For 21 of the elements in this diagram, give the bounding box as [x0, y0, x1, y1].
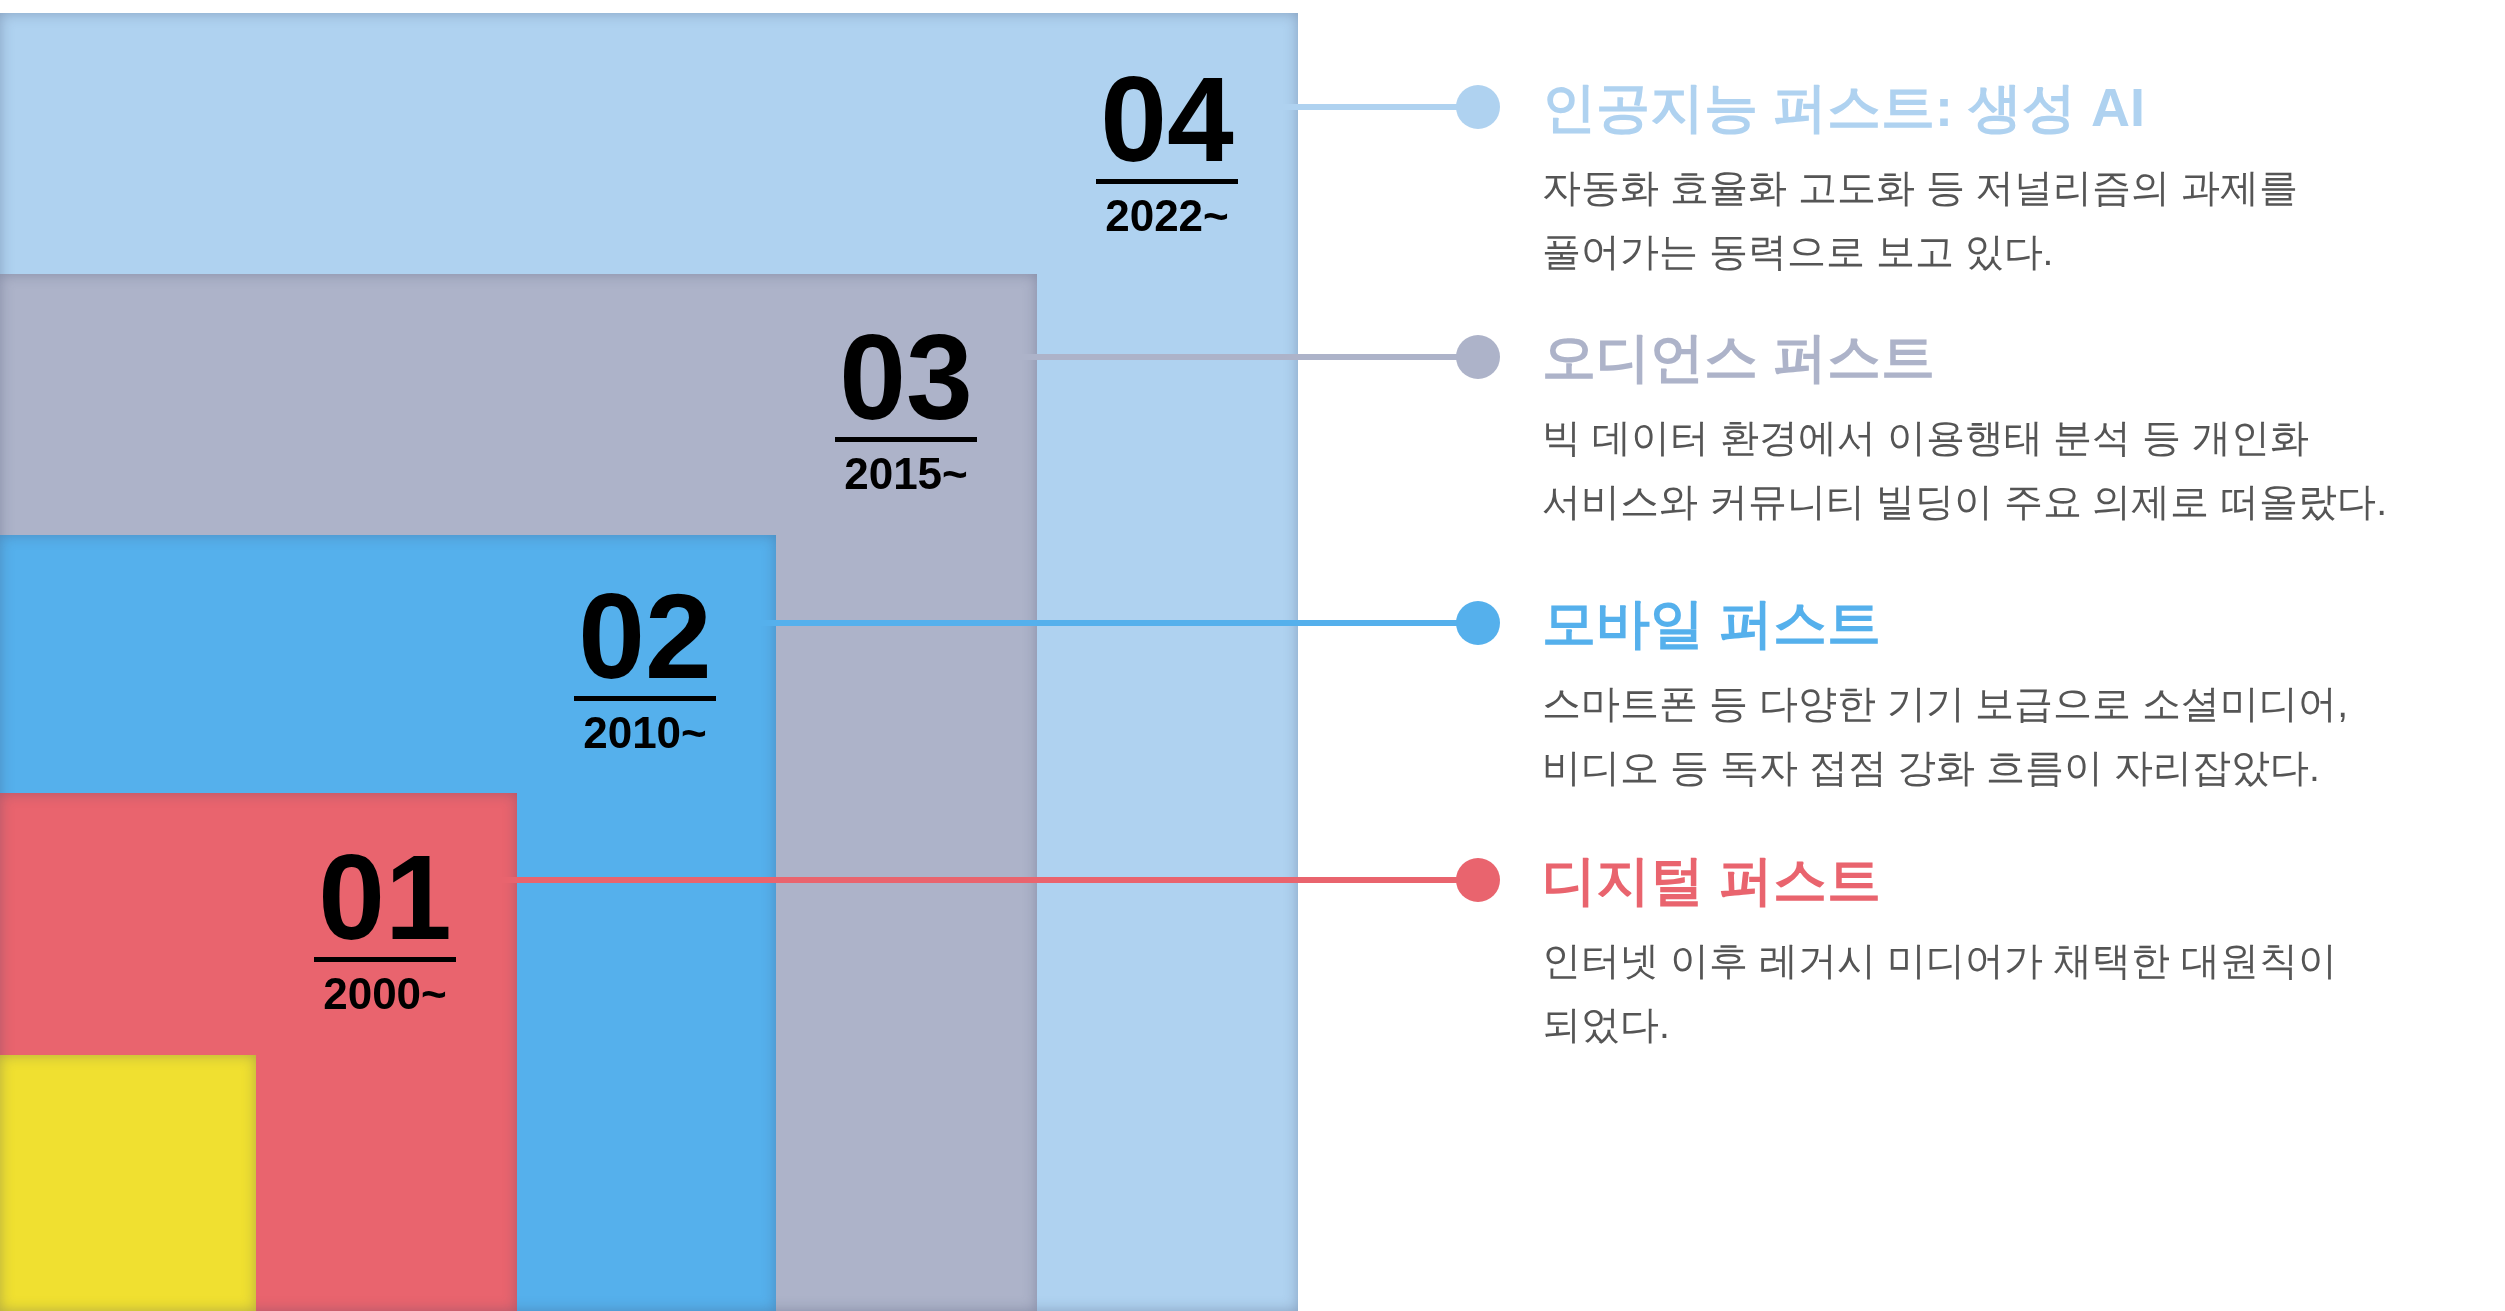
year-label: 2015~	[843, 448, 969, 500]
stage-description: 스마트폰 등 다양한 기기 보급으로 소셜미디어, 비디오 등 독자 접점 강화 흐름이 자리잡았다.	[1542, 681, 2349, 791]
stage-number: 01	[314, 837, 456, 962]
stage-description: 인터넷 이후 레거시 미디어가 채택한 대원칙이 되었다.	[1542, 938, 2339, 1048]
stage-number: 04	[1096, 59, 1238, 184]
stage-number: 03	[835, 317, 977, 442]
stage-title: 모바일 퍼스트	[1542, 592, 1882, 655]
year-label: 2000~	[322, 968, 448, 1020]
stage-panel	[0, 13, 1298, 1311]
stage-description: 자동화 효율화 고도화 등 저널리즘의 과제를 풀어가는 동력으로 보고 있다.	[1542, 165, 2300, 275]
stage-panel	[0, 535, 776, 1311]
stage-title: 인공지능 퍼스트: 생성 AI	[1542, 76, 2146, 139]
stage-panel	[0, 793, 517, 1311]
stage-title: 오디언스 퍼스트	[1542, 326, 1936, 389]
stage-panel	[0, 274, 1037, 1311]
stage-description: 빅 데이터 환경에서 이용행태 분석 등 개인화 서비스와 커뮤니티 빌딩이 주요 의제로 떠올랐다.	[1542, 415, 2388, 525]
stage-number: 02	[574, 576, 716, 701]
year-label: 2010~	[582, 707, 708, 759]
stage-title: 디지털 퍼스트	[1542, 849, 1882, 912]
stage-panel	[0, 1055, 256, 1311]
year-label: 2022~	[1104, 190, 1230, 242]
